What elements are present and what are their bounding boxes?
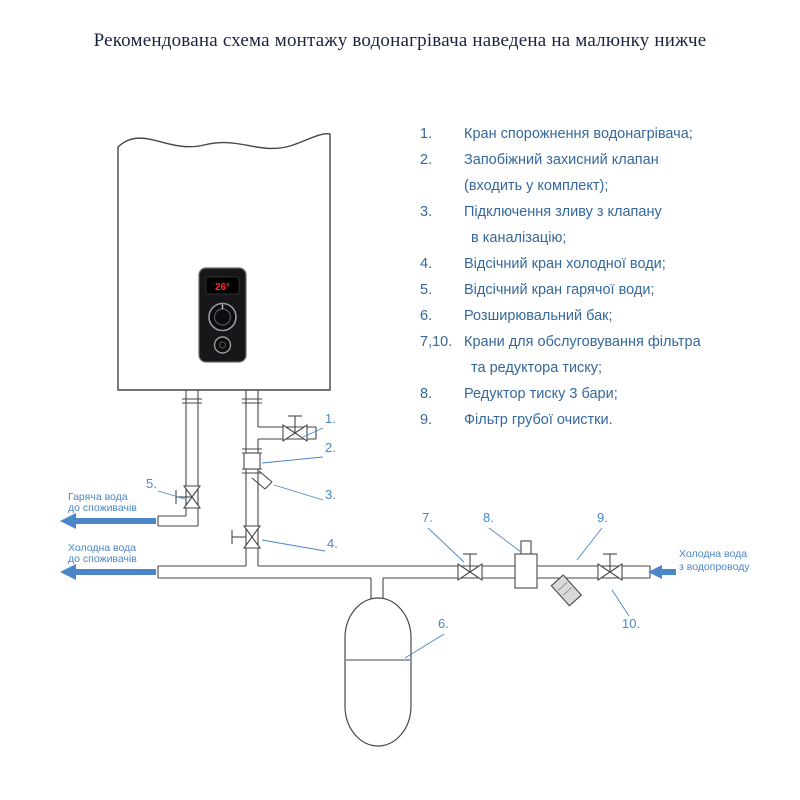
- cold-water-in-arrow-icon: [648, 565, 676, 579]
- cold-water-in-label2: з водопроводу: [679, 561, 750, 573]
- legend-item-text: Підключення зливу з клапану: [464, 204, 662, 220]
- knob-large-icon: [208, 302, 237, 332]
- drain-valve: [282, 415, 308, 443]
- hot-water-pipe: [157, 390, 202, 527]
- pressure-reducer: [514, 540, 538, 589]
- legend-list: 1. Кран спорожнення водонагрівача; 2. Запо…: [420, 121, 701, 433]
- temperature-display: [205, 276, 240, 295]
- leader-line-6: [404, 633, 445, 659]
- callout-2: 2.: [325, 440, 336, 455]
- knob-small-inner: [219, 341, 226, 349]
- legend-item-text: Кран спорожнення водонагрівача;: [464, 126, 693, 142]
- callout-4: 4.: [327, 536, 338, 551]
- legend-item-text: Редуктор тиску 3 бари;: [464, 386, 618, 402]
- callout-1: 1.: [325, 411, 336, 426]
- legend-item-number: 7,10.: [420, 334, 453, 350]
- water-heater-body: [117, 133, 331, 391]
- page-title: Рекомендована схема монтажу водонагрівач…: [93, 30, 707, 51]
- legend-item-text: Відсічний кран холодної води;: [464, 256, 666, 272]
- hot-water-out-arrow-icon: [60, 513, 156, 529]
- legend-item-text: Розширювальний бак;: [464, 308, 613, 324]
- knob-small-icon: [213, 336, 232, 354]
- callout-8: 8.: [483, 510, 494, 525]
- leader-line-2: [261, 456, 324, 464]
- legend-item-number: 2.: [420, 152, 433, 168]
- callout-5: 5.: [146, 476, 157, 491]
- legend-item: 6. Розширювальний бак;: [420, 303, 701, 329]
- water-heater: 26°: [117, 133, 331, 391]
- legend-item-number: 4.: [420, 256, 433, 272]
- legend-item: 2. Запобіжний захисний клапан: [420, 147, 701, 173]
- hot-water-out-label: Гаряча вода: [68, 491, 128, 503]
- legend-item: 8. Редуктор тиску 3 бари;: [420, 381, 701, 407]
- service-valve-10: [597, 553, 623, 582]
- sewer-drain-outlet: [251, 470, 273, 490]
- legend-item: 5. Відсічний кран гарячої води;: [420, 277, 701, 303]
- leader-line-4: [261, 539, 326, 552]
- legend-item: 1. Кран спорожнення водонагрівача;: [420, 121, 701, 147]
- callout-7: 7.: [422, 510, 433, 525]
- leader-line-3: [273, 484, 324, 501]
- legend-item-number: 5.: [420, 282, 433, 298]
- legend-item-number: 8.: [420, 386, 433, 402]
- callout-9: 9.: [597, 510, 608, 525]
- legend-item-text: Запобіжний захисний клапан: [464, 152, 659, 168]
- leader-line-1: [302, 427, 324, 438]
- legend-item-text: та редуктора тиску;: [471, 360, 603, 376]
- callout-6: 6.: [438, 616, 449, 631]
- temperature-value: 26°: [215, 282, 230, 293]
- legend-item: (входить у комплект);: [420, 173, 701, 199]
- callout-10: 10.: [622, 616, 640, 631]
- legend-item: 7,10. Крани для обслуговування фільтра: [420, 329, 701, 355]
- legend-item-text: Відсічний кран гарячої води;: [464, 282, 655, 298]
- legend-item: 3. Підключення зливу з клапану: [420, 199, 701, 225]
- hot-water-out-label2: до споживачів: [68, 502, 137, 514]
- cold-water-out-arrow-icon: [60, 564, 156, 580]
- leader-line-5: [157, 490, 186, 500]
- legend-item-text: Фільтр грубої очистки.: [464, 412, 613, 428]
- legend-item-number: 1.: [420, 126, 433, 142]
- callout-3: 3.: [325, 487, 336, 502]
- legend-item-text: Крани для обслуговування фільтра: [464, 334, 701, 350]
- legend-item-text: в каналізацію;: [471, 230, 567, 246]
- safety-valve: [242, 448, 262, 474]
- leader-line-9: [576, 527, 603, 561]
- legend-item: 4. Відсічний кран холодної води;: [420, 251, 701, 277]
- leader-line-8: [488, 527, 522, 553]
- leader-line-10: [611, 589, 630, 617]
- cold-water-out-label: Холодна вода: [68, 542, 136, 554]
- cold-water-out-label2: до споживачів: [68, 553, 137, 565]
- leader-line-7: [427, 527, 465, 563]
- coarse-filter: [550, 574, 583, 607]
- expansion-tank: [344, 597, 412, 747]
- cold-water-in-label: Холодна вода: [679, 548, 747, 560]
- legend-item-number: 3.: [420, 204, 433, 220]
- legend-item: 9. Фільтр грубої очистки.: [420, 407, 701, 433]
- legend-item: в каналізацію;: [420, 225, 701, 251]
- shutoff-valve-hot: [175, 485, 202, 509]
- shutoff-valve-cold: [231, 525, 262, 549]
- legend-item-number: 6.: [420, 308, 433, 324]
- legend-item: та редуктора тиску;: [420, 355, 701, 381]
- legend-item-text: (входить у комплект);: [464, 178, 609, 194]
- legend-item-number: 9.: [420, 412, 433, 428]
- service-valve-7: [457, 553, 483, 582]
